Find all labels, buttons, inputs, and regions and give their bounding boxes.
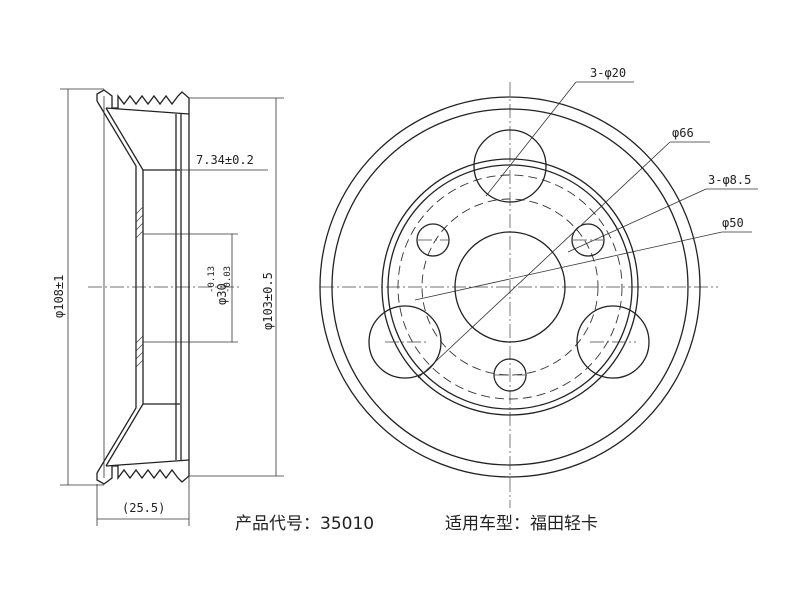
pulley-profile-top [96, 89, 190, 114]
hatch-line [135, 359, 144, 368]
pitch-circle-66 [397, 174, 623, 400]
leader-3-phi8_5 [567, 188, 707, 253]
label-3-phi20: 3-φ20 [590, 66, 626, 80]
profile-line [105, 459, 190, 467]
leader-3-phi20 [485, 81, 577, 197]
caption-vehicle: 适用车型：福田轻卡 [445, 514, 598, 534]
flange-inner-top [105, 107, 144, 200]
hatch-line [135, 230, 144, 239]
dim-groove-diameter: φ103±0.5 [261, 272, 275, 330]
caption-product-code: 产品代号：35010 [235, 514, 374, 534]
hatch-line [135, 214, 144, 223]
hatch-line [135, 343, 144, 352]
large-hole-left [368, 305, 442, 379]
caption: 产品代号：35010 适用车型：福田轻卡 [235, 514, 598, 534]
small-hole-left [416, 223, 450, 257]
dim-bore-diameter: φ30 [215, 283, 229, 305]
hatch-line [135, 351, 144, 360]
groove-rim-circle [331, 108, 689, 466]
hatch-line [135, 335, 144, 344]
large-hole-top [473, 129, 547, 203]
section-hatch [135, 206, 144, 368]
large-hole-right [576, 305, 650, 379]
hatch-line [135, 206, 144, 215]
dim-flange-thickness: 7.34±0.2 [196, 153, 254, 167]
label-phi50: φ50 [722, 216, 744, 230]
flange-circle [381, 158, 639, 416]
small-hole-right [571, 223, 605, 257]
label-phi66: φ66 [672, 126, 694, 140]
hatch-line [135, 222, 144, 231]
pulley-profile-bottom [96, 460, 190, 485]
front-view: 3-φ20 φ66 3-φ8.5 φ50 [319, 66, 758, 508]
flange-slope-bottom [96, 396, 137, 474]
side-section-view: φ108±1 φ103±0.5 φ30 -0.13 -0.03 7.34±0.2… [52, 88, 284, 526]
dim-total-width: (25.5) [122, 501, 165, 515]
pitch-circle-50 [421, 198, 599, 376]
hub-circle [454, 231, 566, 343]
small-hole-bottom [493, 358, 527, 392]
flange-inner-bottom [105, 374, 144, 467]
outer-rim-circle [319, 96, 701, 478]
label-3-phi8_5: 3-φ8.5 [708, 173, 751, 187]
dim-bore-tol-lower: -0.03 [223, 266, 233, 293]
dim-bore-tol-upper: -0.13 [207, 266, 217, 293]
profile-line [105, 107, 190, 115]
leader-phi50 [414, 231, 723, 301]
flange-slope-top [96, 100, 137, 178]
dim-outer-diameter: φ108±1 [52, 275, 66, 318]
leader-phi66 [417, 141, 671, 379]
